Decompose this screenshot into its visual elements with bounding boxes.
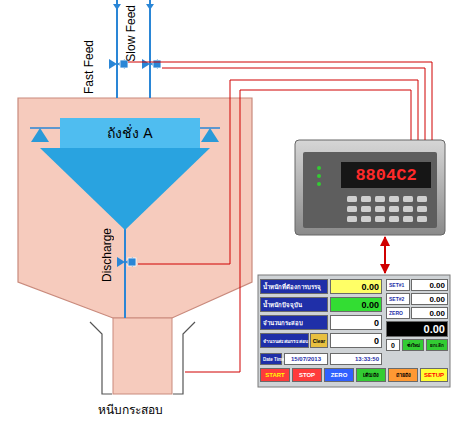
hopper-cone	[40, 148, 210, 230]
screen-text: 13:33:50	[330, 353, 382, 365]
screen-text: จำนวนสะสมกระสอบ	[260, 333, 309, 348]
feed-valve: Slow Feed	[124, 5, 162, 75]
keypad-key	[361, 216, 371, 222]
feed-pipe	[116, 0, 118, 98]
discharge-pipe	[124, 228, 126, 318]
screen-text: ZERO	[386, 307, 410, 319]
screen-text: ยกเลิก	[426, 339, 448, 351]
screen-text: จำนวนกระสอบ	[260, 315, 328, 330]
signal-wire	[185, 90, 411, 372]
keypad-key	[417, 216, 427, 222]
bag-spout	[113, 318, 172, 394]
weighing-indicator: 8804C2	[295, 140, 445, 235]
keypad-key	[347, 196, 357, 202]
keypad-key	[347, 216, 357, 222]
screen-text: 0	[330, 315, 382, 330]
feed-pipe	[149, 0, 151, 98]
keypad-key	[389, 206, 399, 212]
signal-wire	[128, 62, 432, 140]
screen-text: START	[260, 368, 290, 382]
indicator-outline	[295, 140, 445, 235]
keypad-key	[361, 196, 371, 202]
valve-body	[117, 257, 125, 267]
screen-text: น้ำหนักปัจจุบัน	[260, 297, 328, 312]
screen-text: 15/07/2013	[284, 353, 328, 365]
screen-text: ชั่งใหม่	[402, 339, 424, 351]
screen-text: ZERO	[324, 368, 354, 382]
device-body	[295, 140, 445, 235]
screen-text: ถ่ายถัง	[388, 368, 418, 382]
clamp-arm	[173, 322, 195, 394]
led-display: 8804C2	[341, 162, 431, 188]
keypad-key	[375, 216, 385, 222]
keypad-key	[361, 206, 371, 212]
led-window	[341, 162, 431, 188]
screen-text: 0.00	[411, 293, 448, 305]
screen-text: SET#2	[386, 293, 410, 305]
screen-text: น้ำหนักที่ต้องการบรรจุ	[260, 279, 328, 294]
screen-text: 0	[330, 333, 382, 348]
discharge-valve: Discharge	[100, 228, 138, 298]
status-lamp	[317, 182, 321, 186]
weigh-hopper: ถังชั่ง A	[30, 116, 220, 234]
valve-label: Fast Feed	[82, 40, 96, 94]
keypad-key	[389, 216, 399, 222]
screen-text: 0.00	[411, 279, 448, 291]
screen-text: 0	[386, 339, 400, 351]
screen-text: Date Time	[260, 353, 282, 365]
bag-clamp: หนีบกระสอบ	[75, 318, 185, 418]
load-cell	[201, 128, 219, 142]
valve-actuator	[128, 258, 136, 266]
valve-body	[142, 59, 150, 69]
signal-wire	[138, 80, 418, 264]
feed-valve: Fast Feed	[82, 40, 128, 95]
hopper-band	[60, 118, 200, 148]
keypad-key	[403, 206, 413, 212]
screen-text: SET#1	[386, 279, 410, 291]
data-link-arrow	[384, 237, 386, 273]
screen-text: SETUP	[420, 368, 448, 382]
screen-text: เติมถัง	[356, 368, 386, 382]
keypad-key	[403, 216, 413, 222]
keypad-key	[347, 206, 357, 212]
screen-text: 0.00	[411, 307, 448, 319]
keypad-key	[389, 196, 399, 202]
device-panel	[303, 152, 437, 228]
signal-wire	[162, 68, 425, 140]
screen-text: STOP	[292, 368, 322, 382]
screen-text: 0.00	[330, 297, 382, 312]
hopper-label: ถังชั่ง A	[60, 118, 200, 148]
keypad-key	[403, 196, 413, 202]
flow-arrow	[113, 4, 121, 10]
clamp-label: หนีบกระสอบ	[75, 400, 185, 419]
outer-hopper	[18, 98, 252, 318]
flow-arrow	[146, 4, 154, 10]
keypad-key	[417, 196, 427, 202]
screen-frame	[258, 275, 450, 387]
load-cell	[31, 128, 49, 142]
keypad-key	[375, 206, 385, 212]
status-lamp	[317, 174, 321, 178]
valve-label: Discharge	[100, 228, 114, 282]
screen-text: Clear	[310, 333, 328, 348]
screen-text: 0.00	[386, 321, 448, 337]
valve-label: Slow Feed	[124, 5, 138, 62]
status-lamp	[317, 166, 321, 170]
valve-actuator	[153, 60, 161, 68]
screen-text: 0.00	[330, 279, 382, 294]
keypad-key	[375, 196, 385, 202]
valve-body	[109, 59, 117, 69]
hmi-touchscreen: น้ำหนักที่ต้องการบรรจุ0.00น้ำหนักปัจจุบั…	[258, 275, 450, 387]
keypad-key	[417, 206, 427, 212]
clamp-arm	[90, 322, 112, 394]
